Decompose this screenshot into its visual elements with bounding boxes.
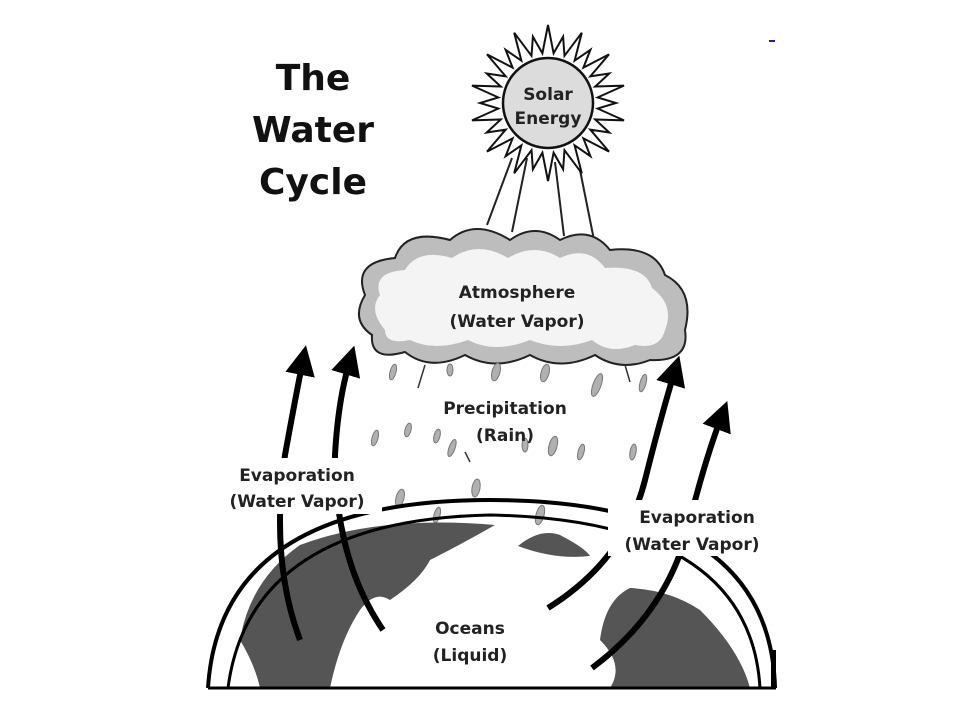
rain-streaks xyxy=(417,364,631,463)
atmosphere-label-2: (Water Vapor) xyxy=(449,312,584,332)
title-line-2: Water xyxy=(252,110,374,151)
diagram-title: The Water Cycle xyxy=(252,58,374,203)
precipitation-label-1: Precipitation xyxy=(443,399,567,419)
oceans-label-1: Oceans xyxy=(435,619,505,639)
evaporation-left-label-2: (Water Vapor) xyxy=(229,492,364,512)
earth-icon xyxy=(206,40,777,690)
arrow-up-icon xyxy=(546,355,686,611)
sun-beams xyxy=(486,157,596,246)
title-line-1: The xyxy=(276,58,351,99)
sun-label-2: Energy xyxy=(515,109,582,129)
evaporation-right-label-1: Evaporation xyxy=(639,508,755,528)
cloud-icon: Atmosphere (Water Vapor) xyxy=(357,228,689,366)
sun-icon: Solar Energy xyxy=(471,24,625,182)
atmosphere-label-1: Atmosphere xyxy=(459,283,576,303)
title-line-3: Cycle xyxy=(259,162,367,203)
precipitation-label-2: (Rain) xyxy=(476,426,534,446)
evaporation-left-label-1: Evaporation xyxy=(239,466,355,486)
oceans-label-2: (Liquid) xyxy=(433,646,507,666)
rain-drops xyxy=(370,362,648,526)
sun-label-1: Solar xyxy=(523,85,573,105)
evaporation-right-label-2: (Water Vapor) xyxy=(624,535,759,555)
